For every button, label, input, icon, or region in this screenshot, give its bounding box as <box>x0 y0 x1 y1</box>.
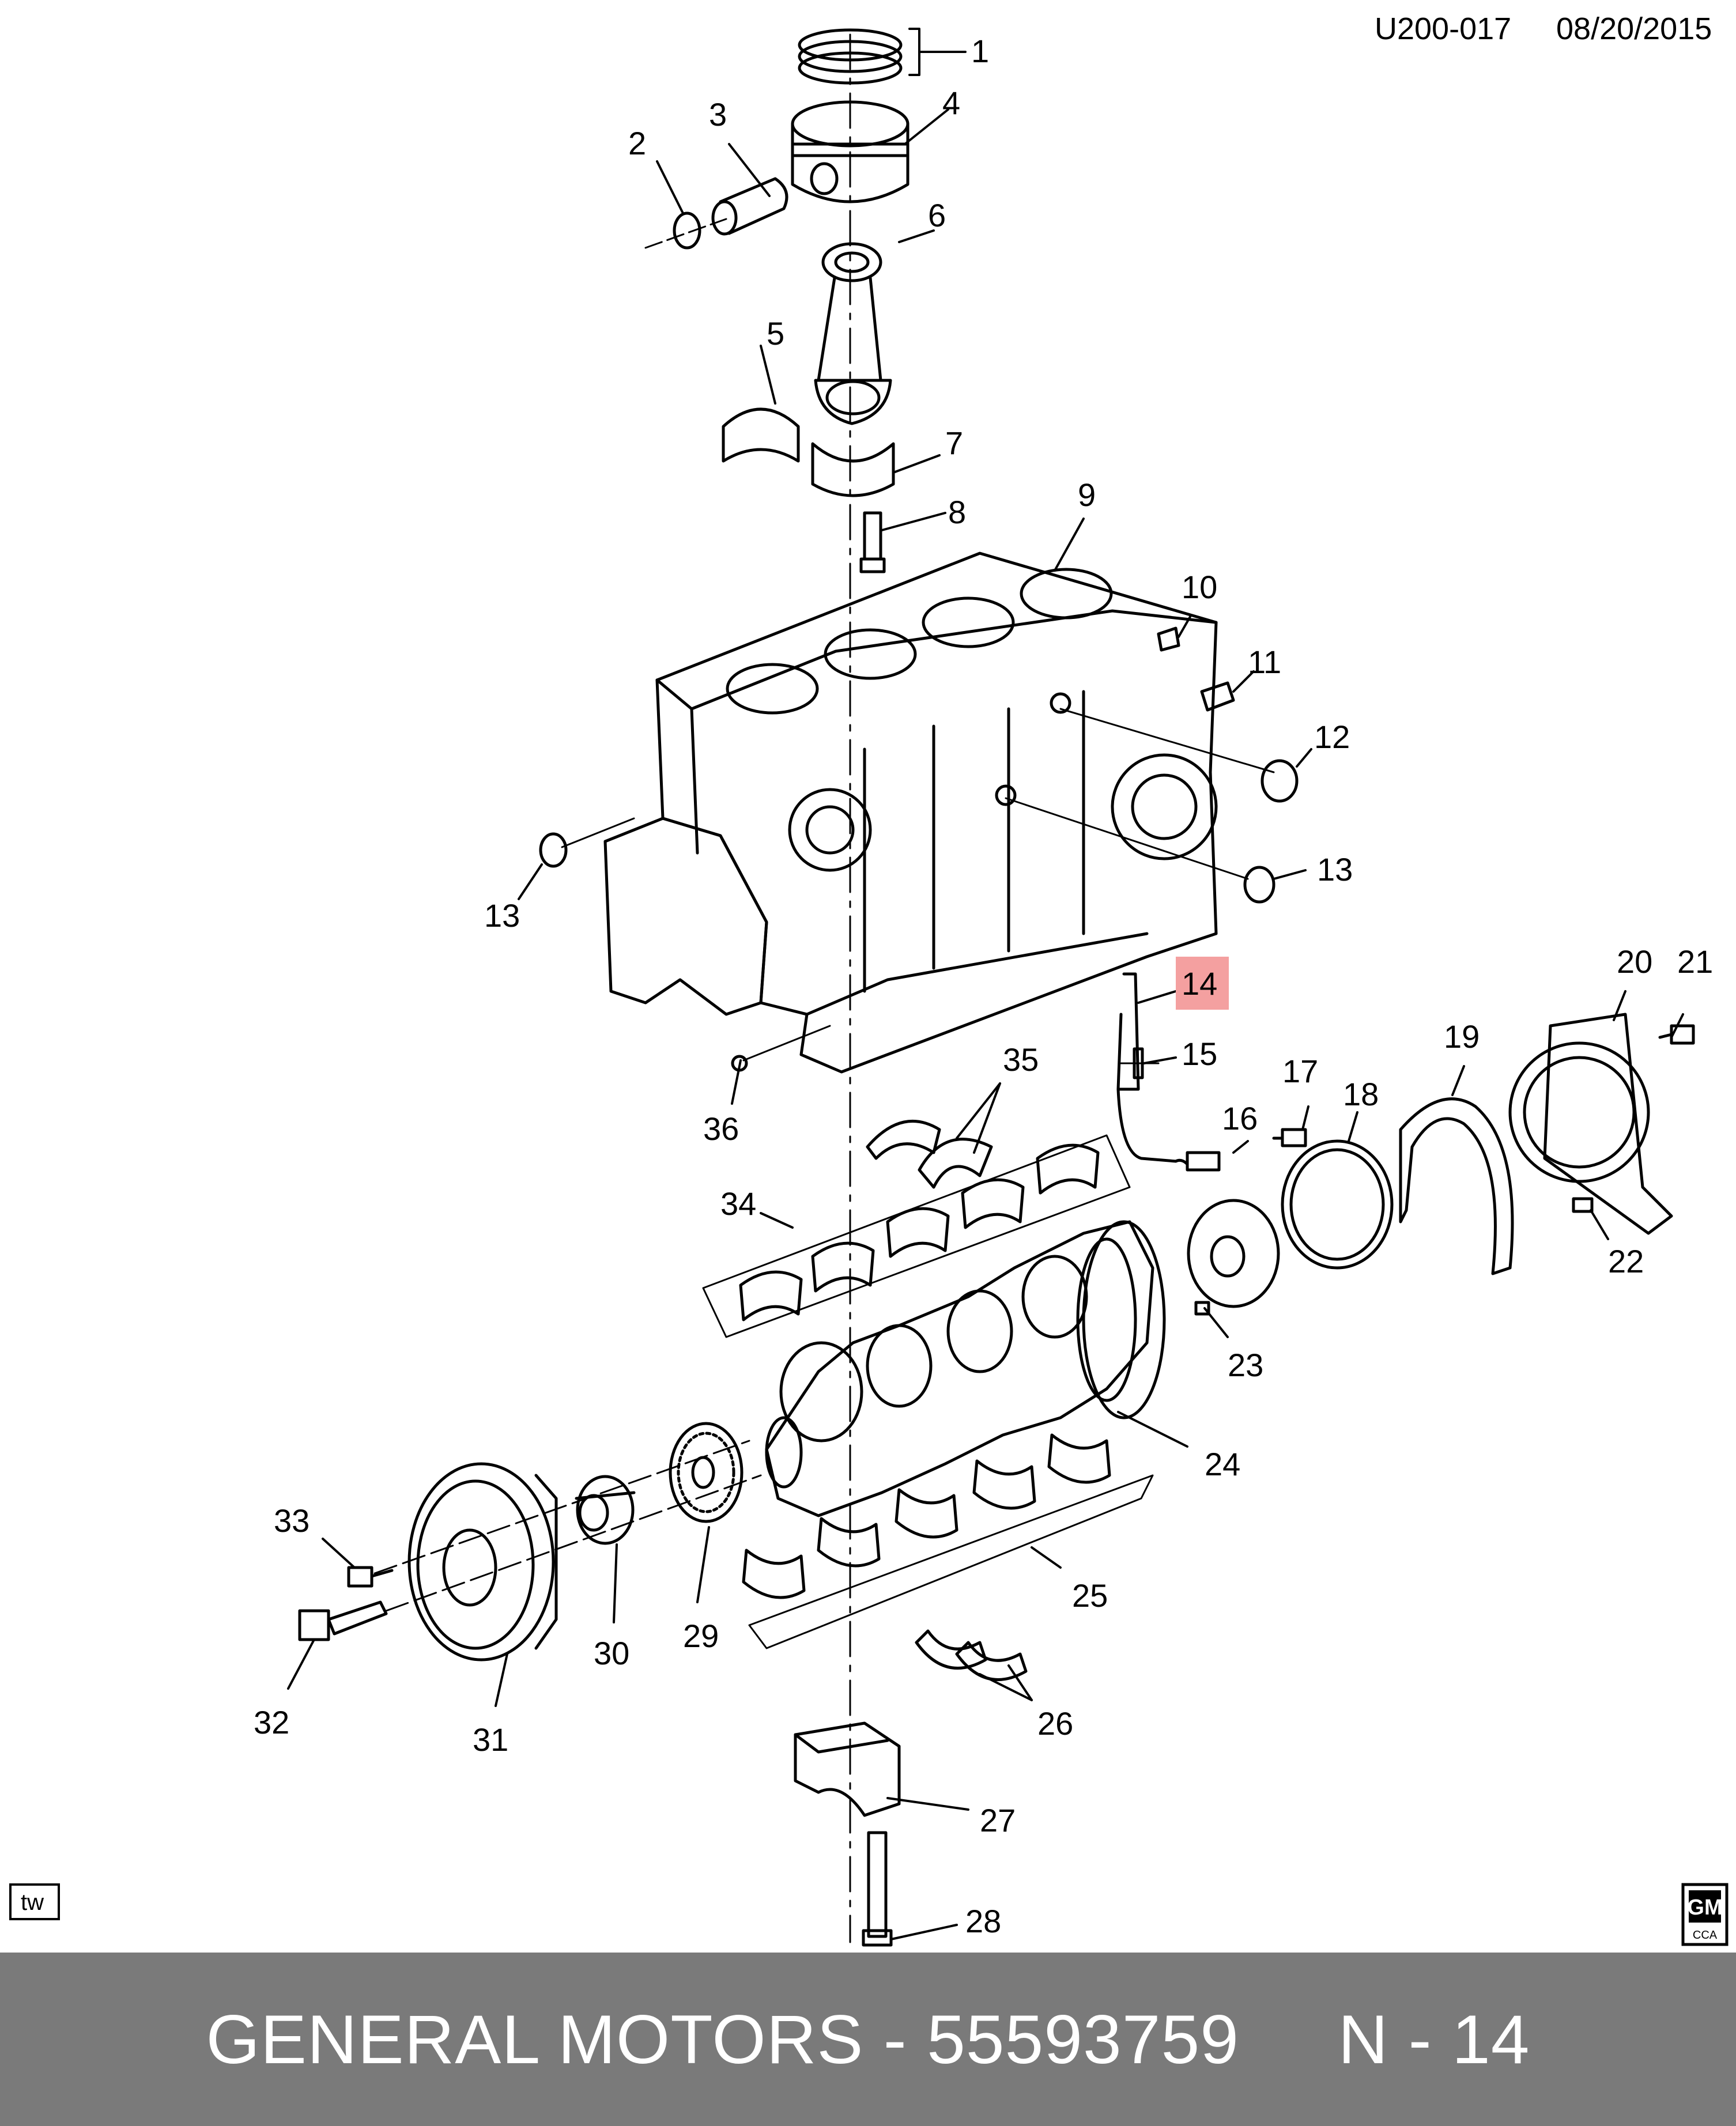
callout-31[interactable]: 31 <box>473 1721 508 1758</box>
callout-29[interactable]: 29 <box>683 1618 719 1654</box>
plug-12 <box>1261 759 1299 803</box>
callout-18[interactable]: 18 <box>1343 1076 1379 1112</box>
rear-seal-gasket <box>1399 1097 1514 1275</box>
callout-32[interactable]: 32 <box>254 1704 289 1740</box>
rod-bearing-upper <box>722 407 800 463</box>
dowel-23 <box>1194 1301 1210 1316</box>
balancer-bolt <box>298 1600 388 1641</box>
svg-text:GM: GM <box>1687 1895 1722 1920</box>
tw-box <box>9 1883 60 1920</box>
footer-part-label: GENERAL MOTORS - 55593759 N - 14 <box>206 2000 1530 2078</box>
callout-4[interactable]: 4 <box>942 85 960 121</box>
callout-3[interactable]: 3 <box>709 96 727 133</box>
callout-24[interactable]: 24 <box>1205 1446 1240 1482</box>
callout-25[interactable]: 25 <box>1072 1577 1108 1614</box>
tw-mark: tw <box>21 1890 44 1915</box>
reluctor-ring <box>1187 1199 1280 1308</box>
callout-12[interactable]: 12 <box>1314 719 1350 755</box>
rear-seal-housing <box>1508 1013 1673 1235</box>
callout-26[interactable]: 26 <box>1037 1705 1073 1742</box>
connecting-rod <box>814 242 892 425</box>
thrust-washer-lower <box>915 1629 987 1670</box>
housing-dowel <box>1572 1197 1594 1213</box>
exploded-engine-diagram: U200-017 08/20/2015 1 2 3 4 5 6 7 8 9 10… <box>9 12 1729 1947</box>
piston <box>791 100 909 203</box>
drawing-id: U200-017 <box>1375 12 1511 46</box>
crank-position-sensor <box>1116 972 1221 1172</box>
sensor-bolt <box>1120 1047 1160 1079</box>
engine-block <box>655 552 1218 1074</box>
callout-8[interactable]: 8 <box>948 494 966 530</box>
callout-6[interactable]: 6 <box>928 197 946 233</box>
callout-17[interactable]: 17 <box>1282 1053 1318 1089</box>
callout-9[interactable]: 9 <box>1078 477 1096 513</box>
callout-22[interactable]: 22 <box>1608 1243 1644 1279</box>
callout-19[interactable]: 19 <box>1444 1018 1480 1055</box>
dowel-11 <box>1200 681 1235 712</box>
callout-23[interactable]: 23 <box>1228 1347 1263 1383</box>
callout-10[interactable]: 10 <box>1182 569 1217 605</box>
callout-7[interactable]: 7 <box>945 425 963 461</box>
dowel-10 <box>1157 626 1180 652</box>
svg-text:CCA: CCA <box>1693 1929 1718 1942</box>
upper-main-bearings <box>702 1134 1131 1338</box>
crank-sprocket <box>575 1475 636 1545</box>
callout-15[interactable]: 15 <box>1182 1036 1217 1072</box>
small-bolt <box>347 1566 394 1588</box>
highlighted-callout-box <box>1176 957 1229 1010</box>
main-bearing-cap <box>794 1721 901 1817</box>
callout-36[interactable]: 36 <box>703 1111 739 1147</box>
lower-main-bearings <box>742 1433 1154 1649</box>
rear-main-oil-seal <box>1281 1139 1394 1270</box>
callout-34[interactable]: 34 <box>720 1185 756 1222</box>
crank-gear <box>669 1422 744 1523</box>
callout-30[interactable]: 30 <box>594 1635 629 1671</box>
drawing-date: 08/20/2015 <box>1556 12 1712 46</box>
callout-21[interactable]: 21 <box>1677 943 1713 980</box>
crankshaft <box>765 1220 1166 1517</box>
callout-11[interactable]: 11 <box>1248 644 1281 680</box>
callout-13-right[interactable]: 13 <box>1317 851 1353 888</box>
flywheel-bolt <box>1272 1128 1307 1147</box>
harmonic-balancer <box>407 1462 558 1661</box>
callout-5[interactable]: 5 <box>767 315 784 352</box>
block-rear-face <box>603 817 768 1016</box>
callout-1[interactable]: 1 <box>971 33 989 69</box>
rod-bolt <box>859 511 886 573</box>
piston-pin <box>711 177 788 236</box>
callout-35[interactable]: 35 <box>1003 1041 1039 1078</box>
callout-2[interactable]: 2 <box>628 125 646 161</box>
callout-13-left[interactable]: 13 <box>484 897 520 934</box>
snap-ring <box>673 212 701 250</box>
housing-bolt <box>1658 1024 1695 1045</box>
gm-logo: GM CCA <box>1681 1883 1729 1946</box>
seal-13-left <box>539 832 568 868</box>
piston-rings <box>798 28 903 85</box>
callout-33[interactable]: 33 <box>274 1502 310 1539</box>
rod-bearing-lower <box>811 442 895 497</box>
callout-27[interactable]: 27 <box>980 1802 1016 1838</box>
callout-16[interactable]: 16 <box>1222 1100 1258 1136</box>
callout-28[interactable]: 28 <box>965 1903 1001 1939</box>
thrust-washer-upper <box>866 1120 941 1160</box>
footer-bar: GENERAL MOTORS - 55593759 N - 14 <box>0 1953 1736 2126</box>
callout-14[interactable]: 14 <box>1182 965 1217 1002</box>
callout-20[interactable]: 20 <box>1617 943 1652 980</box>
cap-bolt <box>862 1831 893 1947</box>
seal-13-right <box>1243 866 1275 904</box>
